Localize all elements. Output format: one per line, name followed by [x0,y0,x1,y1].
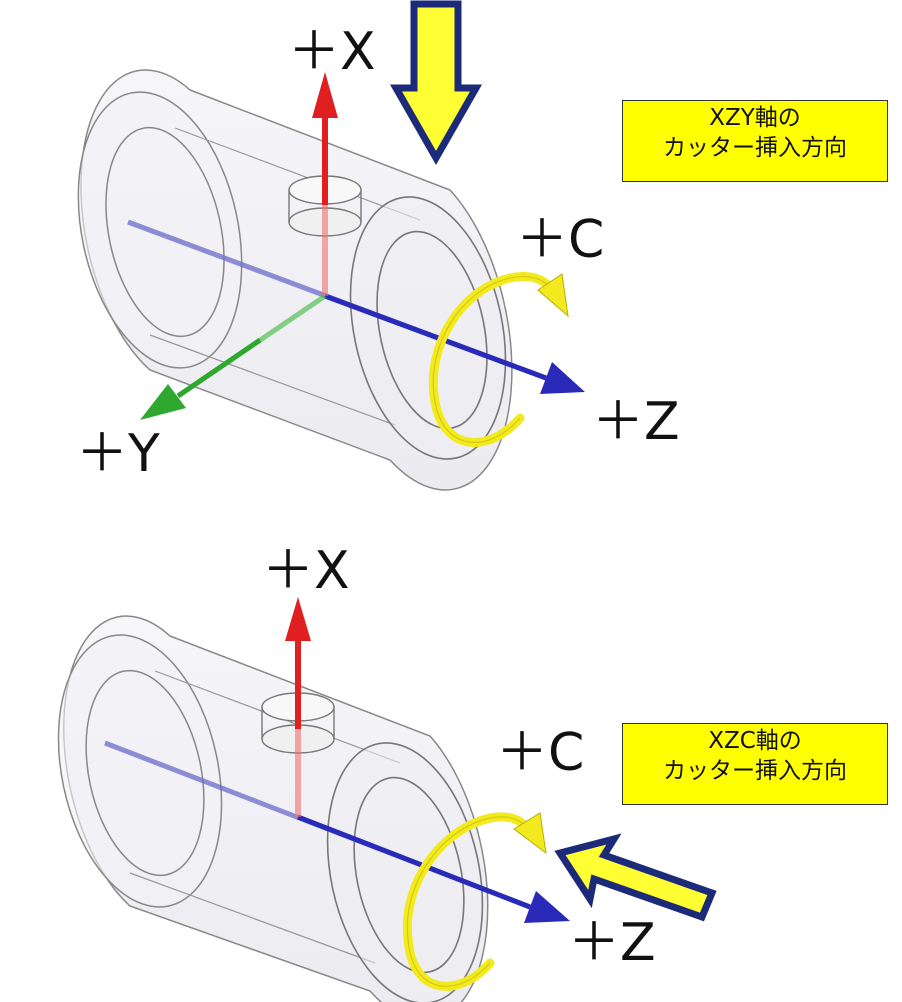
z-axis [127,219,585,394]
xzy-diagram-graphic [77,0,585,491]
y-axis [140,293,327,420]
cylinder [77,69,513,491]
z-axis-label: ＋Z [568,913,656,973]
xzc-diagram-graphic [57,597,717,1002]
callout-line-2: カッター挿入方向 [663,135,847,161]
xzc-axis-diagram: ＋X ＋Z ＋C XZC軸の カッター挿入方向 [0,501,902,1002]
xzy-axis-diagram: ＋X ＋Y ＋Z ＋C XZY軸の カッター挿入方向 [76,0,888,491]
rotation-c-icon [428,272,569,447]
c-axis-label: ＋C [516,210,605,270]
arrow-up-left-icon [554,833,717,922]
z-axis-label: ＋Z [592,392,680,452]
callout-line-2: カッター挿入方向 [663,758,847,784]
x-axis [285,597,311,817]
callout-line-1: XZC軸の [708,728,802,754]
callout-line-1: XZY軸の [709,105,801,131]
xzc-callout: XZC軸の カッター挿入方向 [622,723,888,805]
x-axis-label: ＋X [288,22,376,82]
arrow-down-icon [389,0,483,166]
c-axis-label: ＋C [496,723,585,783]
x-axis [312,72,338,296]
y-axis-label: ＋Y [76,424,160,484]
z-axis [104,740,570,923]
x-axis-label: ＋X [262,541,350,601]
rotation-c-icon [402,812,547,991]
xzy-callout: XZY軸の カッター挿入方向 [622,100,888,182]
